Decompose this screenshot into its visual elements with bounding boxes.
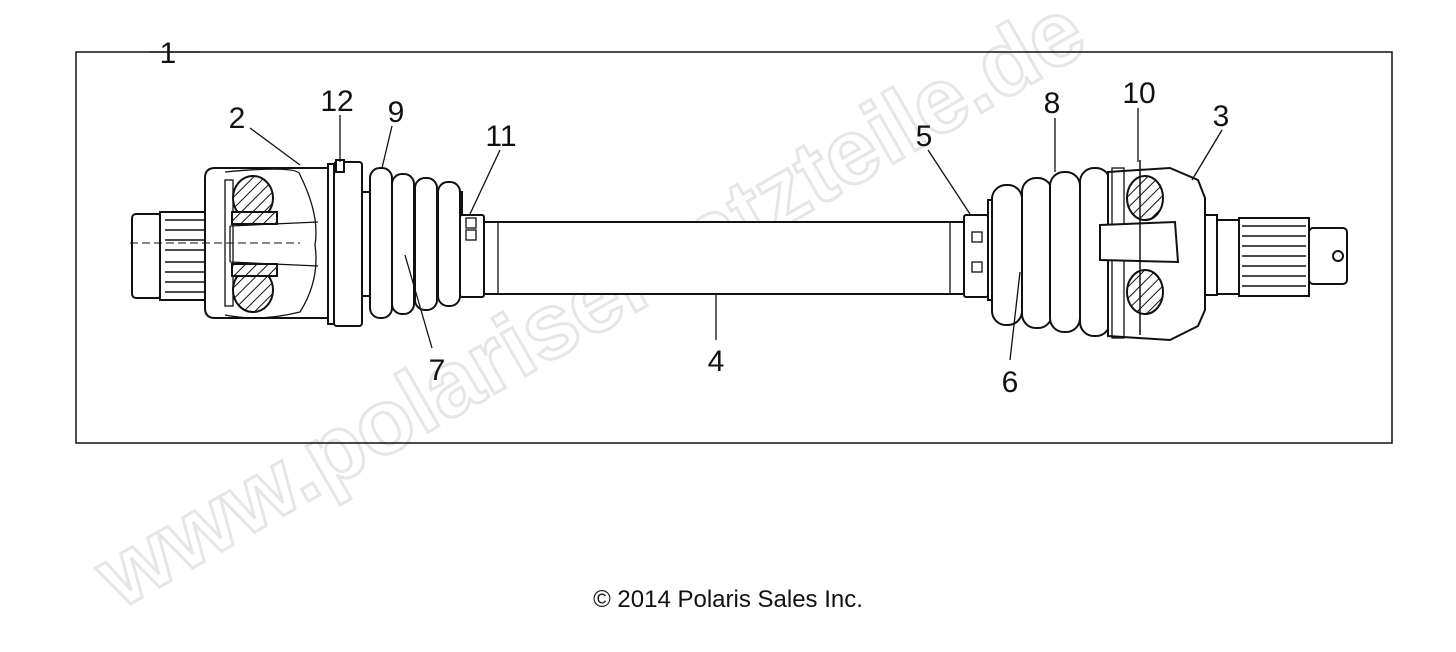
callout-11: 11 [485, 120, 516, 153]
callout-12: 12 [320, 85, 353, 118]
axle-shaft [483, 221, 967, 295]
left-stub-shaft [131, 211, 209, 301]
copyright-notice: © 2014 Polaris Sales Inc. [593, 586, 863, 613]
boot-inner [361, 167, 463, 319]
callout-5: 5 [916, 120, 933, 153]
callout-7: 7 [429, 354, 446, 387]
callout-2: 2 [229, 102, 246, 135]
boot-outer [987, 167, 1111, 337]
inner-cv-housing [130, 167, 331, 319]
boot-clamp-small-right [963, 214, 989, 298]
callout-10: 10 [1122, 77, 1155, 110]
callout-6: 6 [1002, 366, 1019, 399]
callout-3: 3 [1213, 100, 1230, 133]
callout-9: 9 [388, 96, 405, 129]
right-stub-shaft [1204, 214, 1348, 297]
callout-8: 8 [1044, 87, 1061, 120]
leader-lines [249, 108, 1223, 361]
outer-cv-housing [1099, 160, 1206, 342]
callout-4: 4 [708, 345, 725, 378]
boot-clamp-large-left [327, 159, 363, 327]
assembly-frame [75, 51, 1393, 444]
callout-1: 1 [160, 37, 177, 70]
boot-clamp-small-left [459, 214, 485, 298]
